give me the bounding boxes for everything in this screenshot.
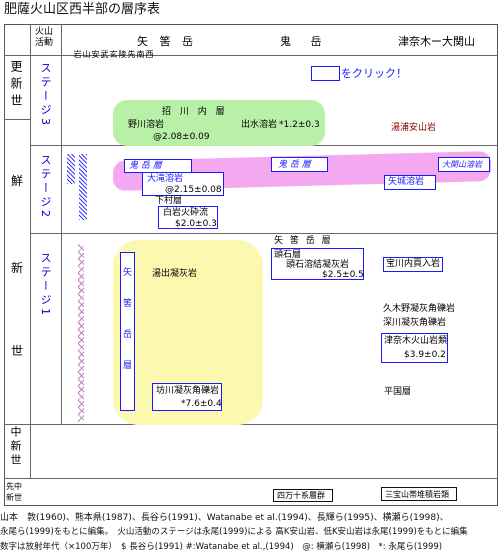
yude-tuff: 湯出凝灰岩 — [152, 269, 198, 279]
footnote-line-2: 永尾ら(1999)をもとに編集。 火山活動のステージは永尾(1999)による 高… — [0, 527, 468, 537]
footnote-line-3: 数字は放射年代（×100万年） $ 長谷ら(1991) #:Watanabe e… — [0, 542, 443, 552]
kashiraishi-box[interactable]: 頭石層 頭石溶結凝灰岩 $2.5±0.5 — [271, 248, 364, 280]
nogawa-age: @2.08±0.09 — [153, 132, 210, 142]
footnote-line-1: 山本 敦(1960)、熊本県(1987)、長谷ら(1991)、Watanabe … — [0, 513, 449, 523]
era-xin: 新 — [11, 261, 24, 275]
header-tsunagi: 津奈木ー大関山 — [398, 35, 475, 48]
hatch-stage2-b — [79, 154, 87, 220]
shiraishi-box[interactable]: 白岩火砕流 $2.0±0.3 — [158, 206, 218, 229]
yasugi-box[interactable]: 矢城溶岩 — [384, 175, 436, 190]
click-prompt[interactable]: をクリック！ — [341, 67, 407, 80]
otaki-box[interactable]: 大滝溶岩 @2.15±0.08 — [142, 172, 224, 196]
yahazu-vertical-box[interactable]: 矢 筈 岳 層 — [120, 252, 135, 411]
miocene-divider — [4, 424, 498, 425]
oseki-box[interactable]: 大関山溶岩 — [438, 157, 490, 172]
header-yahazu: 矢 筈 岳 — [137, 35, 197, 48]
stage-column-line — [61, 24, 62, 424]
sanhozan-box[interactable]: 三宝山帯堆積岩類 — [381, 487, 457, 501]
click-box[interactable] — [311, 66, 340, 81]
shokawa-layer: 招 川 内 層 — [162, 107, 228, 117]
tsunagi-volcanic-box[interactable]: 津奈木火山岩類 $3.9±0.2 — [381, 333, 448, 363]
zigzag-stage1 — [78, 244, 84, 422]
yunoura-andesite: 湯浦安山岩 — [391, 123, 437, 133]
stage-1: ステージ1 — [39, 252, 52, 318]
header-divider — [4, 55, 498, 56]
era-sei: 世 — [11, 344, 24, 358]
shimanto-box[interactable]: 四万十系層群 — [273, 489, 333, 502]
idemizu-age: *1.2±0.3 — [279, 120, 320, 130]
hatch-stage2-a — [67, 154, 75, 184]
west-andesite-3: 西 南 先 陵 玄 武 安 山 岩 — [73, 50, 154, 58]
stage-3: ステージ3 — [39, 62, 52, 128]
era-pre-miocene: 先中 新世 — [6, 482, 22, 502]
fukagawa-tuff-breccia: 深川凝灰角礫岩 — [383, 318, 447, 328]
era-miocene: 中新世 — [9, 426, 22, 468]
kuki-tuff-breccia: 久木野凝灰角礫岩 — [383, 304, 456, 314]
era-pleistocene: 更新世 — [9, 60, 23, 111]
header-onidake: 鬼 岳 — [280, 35, 330, 48]
era-xian: 鮮 — [11, 174, 24, 188]
onidake-box-1[interactable]: 鬼 岳 層 — [124, 159, 192, 173]
header-volcanic-activity: 火山 活動 — [35, 27, 54, 48]
green-zone — [113, 100, 325, 146]
onidake-box-2[interactable]: 鬼 岳 層 — [271, 157, 328, 172]
pre-miocene-divider — [4, 478, 498, 479]
stage-2: ステージ2 — [39, 154, 52, 220]
shimomura-layer: 下村層 — [155, 196, 183, 206]
idemizu-lava: 出水溶岩 — [241, 120, 278, 130]
nogawa-lava: 野川溶岩 — [128, 120, 165, 130]
page-title: 肥薩火山区西半部の層序表 — [4, 2, 161, 17]
era-divider-1 — [4, 119, 30, 120]
shiroya-box[interactable]: 坊川凝灰角礫岩 *7.6±0.4 — [152, 383, 222, 411]
stage2-divider — [30, 233, 498, 234]
hounai-box[interactable]: 宝川内頁入岩 — [383, 257, 443, 272]
stratigraphy-table — [4, 24, 498, 506]
heikoku-layer: 平国層 — [384, 387, 412, 397]
yahazu-layer-label: 矢 筈 岳 層 — [274, 236, 333, 246]
era-column-line — [30, 24, 31, 478]
